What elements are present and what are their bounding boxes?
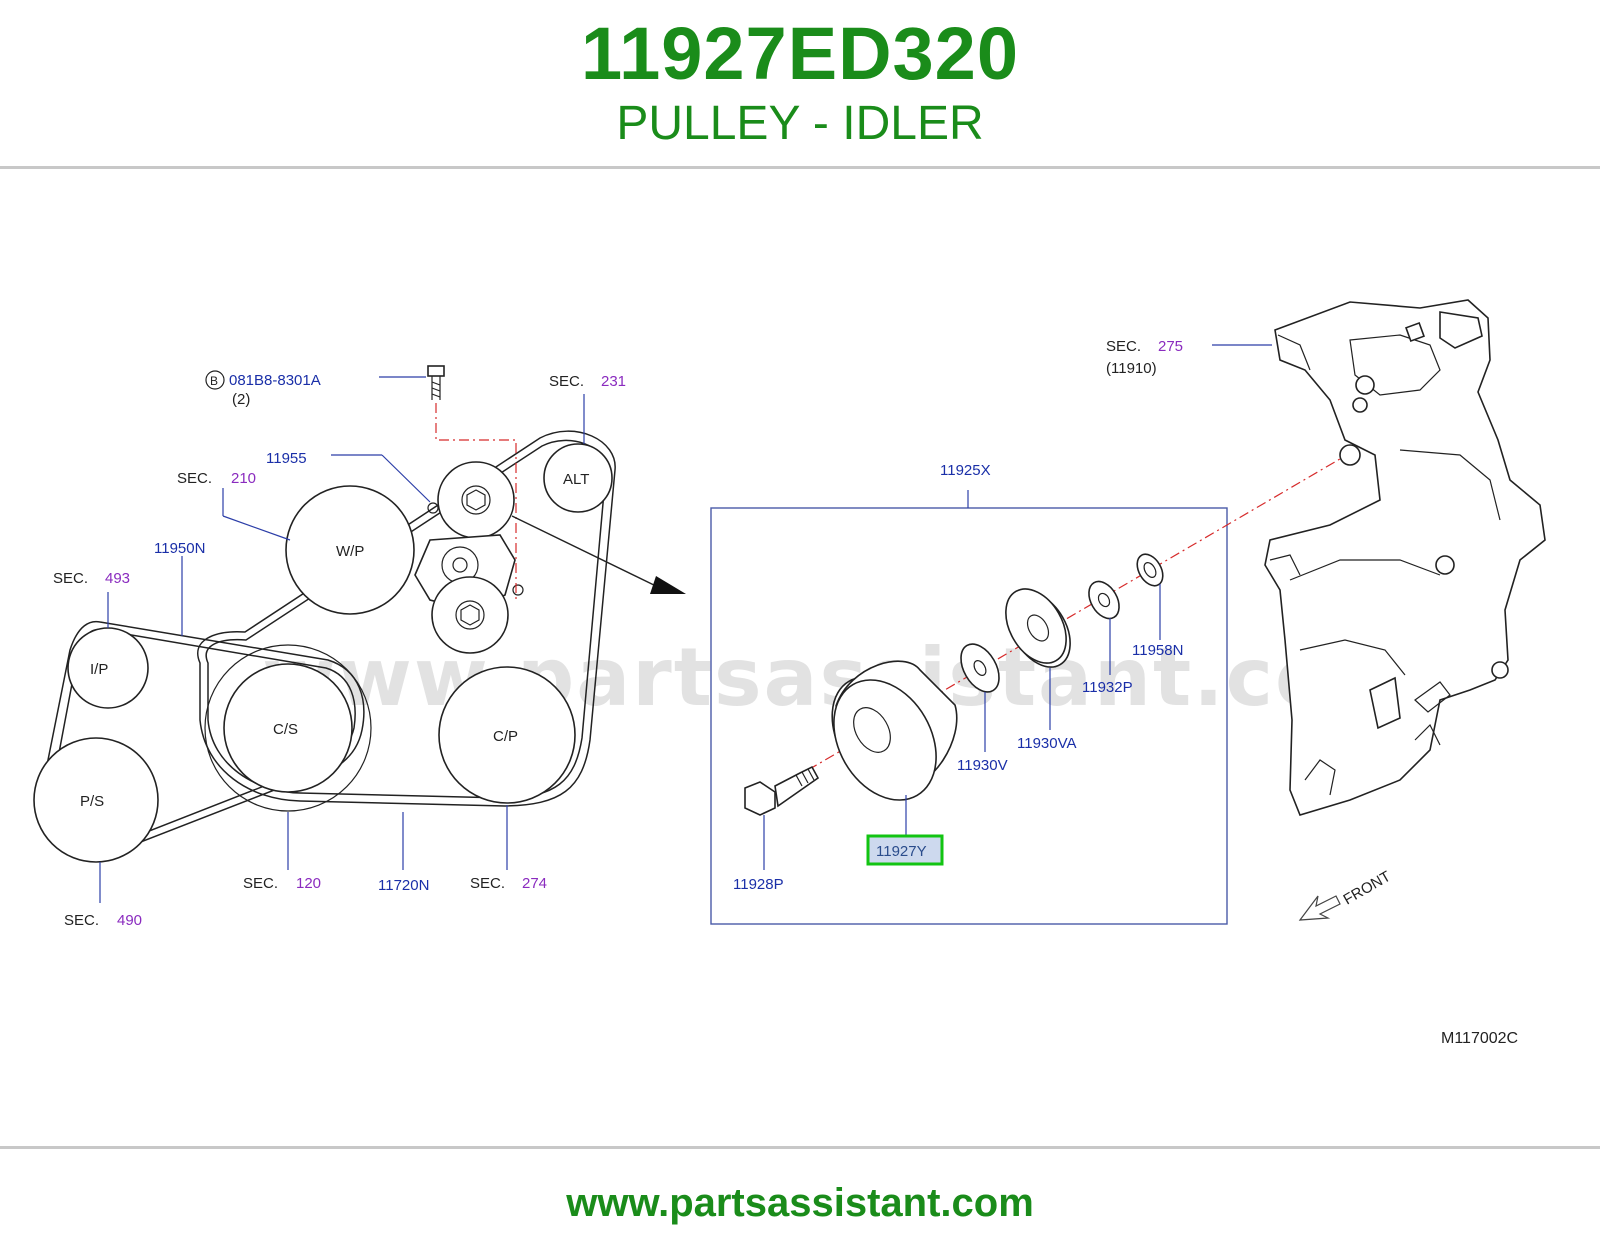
spacer-11930va <box>1005 588 1071 668</box>
svg-text:C/S: C/S <box>273 721 298 738</box>
sec-275-prefix: SEC. <box>1106 338 1141 355</box>
washer-11932p <box>1088 580 1120 620</box>
label-11928p[interactable]: 11928P <box>733 876 784 893</box>
label-11950n[interactable]: 11950N <box>154 540 205 557</box>
footer-divider <box>0 1146 1600 1149</box>
label-11930va[interactable]: 11930VA <box>1017 735 1077 752</box>
label-11932p[interactable]: 11932P <box>1082 679 1133 696</box>
sec-493-prefix: SEC. <box>53 570 88 587</box>
sec-275-link[interactable]: 275 <box>1158 338 1183 355</box>
sec-490-prefix: SEC. <box>64 912 99 929</box>
sec-120-prefix: SEC. <box>243 875 278 892</box>
bolt-081b8 <box>427 365 445 400</box>
sec-210-prefix: SEC. <box>177 470 212 487</box>
sec-274-link[interactable]: 274 <box>522 875 547 892</box>
washer-11930v <box>960 643 1000 693</box>
sec-274-prefix: SEC. <box>470 875 505 892</box>
sec-275-sub: (11910) <box>1106 360 1157 377</box>
svg-text:C/P: C/P <box>493 728 518 745</box>
svg-text:ALT: ALT <box>563 471 589 488</box>
front-label: FRONT <box>1341 868 1394 909</box>
sec-210-link[interactable]: 210 <box>231 470 256 487</box>
label-11925x[interactable]: 11925X <box>940 462 991 479</box>
label-11927y[interactable]: 11927Y <box>876 843 927 860</box>
detail-arrow <box>511 515 686 594</box>
detail-leader-lines <box>763 584 1161 870</box>
tensioner-assembly <box>414 502 524 654</box>
bolt-marker-letter: B <box>210 374 218 388</box>
compressor-pulley: C/P <box>438 666 576 804</box>
header-divider <box>0 166 1600 169</box>
alternator-pulley: ALT <box>543 443 613 513</box>
label-11958n[interactable]: 11958N <box>1132 642 1183 659</box>
footer-url-link[interactable]: www.partsassistant.com <box>566 1181 1034 1225</box>
power-steering-pulley: P/S <box>33 737 159 863</box>
lock-washer-11958n <box>1136 553 1164 587</box>
label-bolt-qty: (2) <box>232 391 250 408</box>
diagram-code: M117002C <box>1441 1030 1518 1047</box>
engine-bracket-11910 <box>1264 299 1546 816</box>
idler-pulley-11927y <box>831 660 958 801</box>
label-11955[interactable]: 11955 <box>266 450 307 467</box>
label-11720n[interactable]: 11720N <box>378 877 429 894</box>
label-081b8-8301a[interactable]: 081B8-8301A <box>229 372 321 389</box>
sec-120-link[interactable]: 120 <box>296 875 321 892</box>
detail-box-11925x <box>710 507 1228 925</box>
water-pump-pulley: W/P <box>285 485 415 615</box>
sec-493-link[interactable]: 493 <box>105 570 130 587</box>
front-direction-arrow <box>1298 895 1341 921</box>
part-number-title: 11927ED320 <box>581 12 1019 95</box>
left-leader-lines <box>99 376 585 903</box>
svg-text:I/P: I/P <box>90 661 108 678</box>
idler-pulley-in-layout <box>437 461 515 539</box>
part-name-subtitle: PULLEY - IDLER <box>616 97 984 150</box>
svg-text:P/S: P/S <box>80 793 104 810</box>
sec-231-link[interactable]: 231 <box>601 373 626 390</box>
highlight-box-11927y <box>866 834 944 866</box>
bolt-11928p <box>744 765 820 816</box>
sec-231-prefix: SEC. <box>549 373 584 390</box>
svg-text:W/P: W/P <box>336 543 364 560</box>
bolt-marker-circle <box>205 370 225 390</box>
label-11930v[interactable]: 11930V <box>957 757 1008 774</box>
crankshaft-pulley: C/S <box>204 644 372 812</box>
sec-490-link[interactable]: 490 <box>117 912 142 929</box>
ip-pulley: I/P <box>67 627 149 709</box>
main-belt <box>197 430 616 807</box>
